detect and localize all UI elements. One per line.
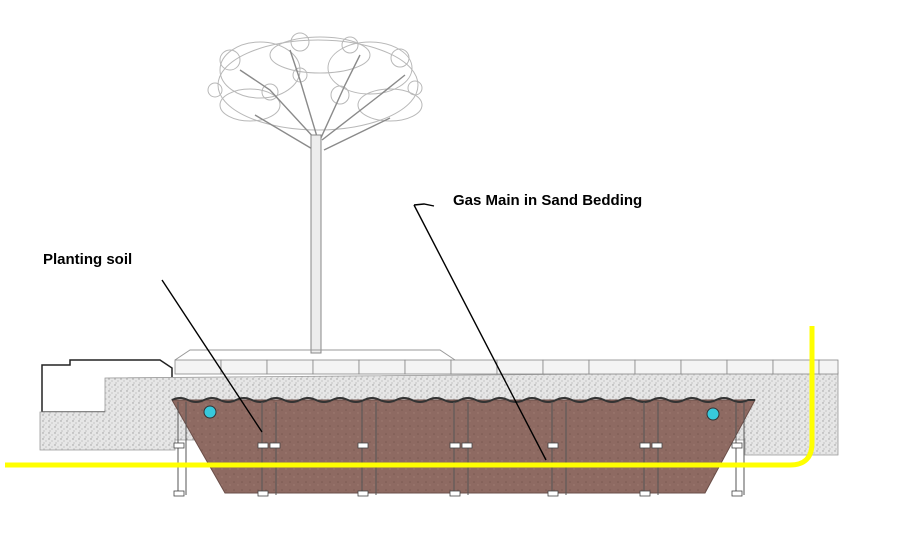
tree-branches bbox=[239, 49, 406, 151]
soil-cell-top-edge bbox=[171, 397, 755, 403]
planting-soil-label: Planting soil bbox=[43, 251, 132, 268]
gas-main-label: Gas Main in Sand Bedding bbox=[453, 192, 642, 209]
tree-pit-outline bbox=[174, 349, 456, 361]
tree-canopy bbox=[207, 32, 423, 131]
gas-main-line bbox=[5, 326, 815, 468]
pipe-marker-left bbox=[203, 405, 217, 419]
soil-cell-posts bbox=[177, 402, 745, 495]
soil-cell-tabs bbox=[173, 442, 743, 497]
gas-main-leader-hook bbox=[413, 203, 435, 207]
tree-trunk bbox=[310, 134, 322, 354]
gas-main-leader bbox=[413, 204, 547, 461]
pipe-marker-right bbox=[706, 407, 720, 421]
planting-soil-leader bbox=[161, 279, 263, 433]
pavers bbox=[174, 359, 839, 375]
